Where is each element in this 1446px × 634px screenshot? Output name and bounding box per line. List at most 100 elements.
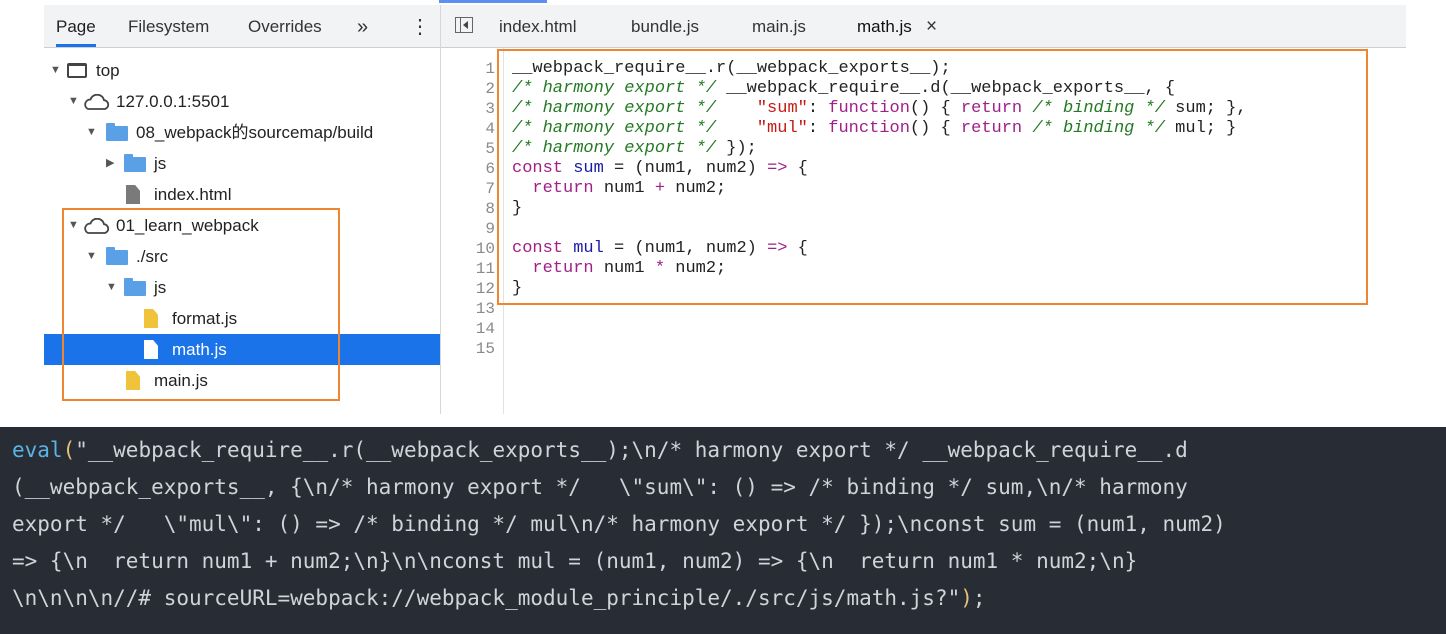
tab-main-js[interactable]: main.js [752,17,806,36]
line-number: 14 [475,320,495,338]
code-keyword: return [532,179,594,198]
snippet-function: eval [12,438,63,462]
code-operator: * [654,259,666,278]
code-keyword: return [960,119,1023,138]
tree-item-format-js[interactable]: format.js [44,303,440,334]
line-number: 4 [485,120,495,138]
snippet-text: (__webpack_exports__, {\n/* harmony expo… [12,475,1188,499]
tree-item-math-js[interactable]: math.js [44,334,440,365]
code-text: __webpack_require__.d(__webpack_exports_… [716,79,1176,98]
code-text: num2; [665,179,727,198]
tab-bundle-js[interactable]: bundle.js [631,17,700,36]
expand-arrow-icon[interactable]: ▼ [50,64,61,76]
folder-icon [124,154,146,172]
code-text: num1 [593,179,655,198]
snippet-line: eval("__webpack_require__.r(__webpack_ex… [12,432,1188,468]
tree-item-folder-js[interactable]: ▶ js [44,148,440,179]
code-line: /* harmony export */ "mul": function() {… [512,119,1236,139]
code-text: } [512,279,523,298]
code-comment: /* binding */ [1032,99,1165,118]
tree-item-main-js[interactable]: main.js [44,365,440,396]
tree-item-top[interactable]: ▼ top [44,55,440,86]
tree-item-label: js [154,278,167,297]
js-file-icon [144,309,158,328]
snippet-text: export */ \"mul\": () => /* binding */ m… [12,512,1226,536]
collapse-arrow-icon[interactable]: ▶ [106,157,115,169]
code-operator: + [654,179,666,198]
code-keyword: return [532,259,594,278]
expand-arrow-icon[interactable]: ▼ [86,250,97,262]
code-operator: => [767,239,788,258]
code-line: return num1 + num2; [512,179,726,199]
snippet-paren: ( [62,438,76,462]
tree-item-label: main.js [154,371,208,390]
line-number: 12 [475,280,495,298]
folder-icon [106,123,128,141]
snippet-line: \n\n\n\n//# sourceURL=webpack://webpack_… [12,580,986,616]
line-number: 15 [475,340,495,358]
navigator-panel: Page Filesystem Overrides » ⋮ ▼ top ▼ 12… [44,5,441,414]
tree-item-origin[interactable]: ▼ 127.0.0.1:5501 [44,86,440,117]
line-number: 1 [485,60,495,78]
tab-filesystem[interactable]: Filesystem [128,17,210,36]
close-icon[interactable]: × [926,16,938,37]
js-file-icon [126,371,140,390]
cloud-icon [84,94,110,110]
folder-icon [106,247,128,265]
code-text: __webpack_require__.r(__webpack_exports_… [512,59,951,78]
toggle-navigator-icon[interactable] [455,17,473,33]
snippet-text: => {\n return num1 + num2;\n}\n\nconst m… [12,549,1138,573]
tree-item-folder-src[interactable]: ▼ ./src [44,241,440,272]
double-chevron-right-icon[interactable]: » [357,16,369,38]
expand-arrow-icon[interactable]: ▼ [86,126,97,138]
vertical-dots-icon[interactable]: ⋮ [410,16,430,38]
code-keyword: return [960,99,1023,118]
snippet-text: \n\n\n\n//# sourceURL=webpack://webpack_… [12,586,961,610]
expand-arrow-icon[interactable]: ▼ [106,281,117,293]
eval-code-snippet: eval("__webpack_require__.r(__webpack_ex… [0,427,1446,634]
folder-icon [124,278,146,296]
tab-overrides[interactable]: Overrides [248,17,322,36]
code-text: : [807,119,829,138]
line-number: 8 [485,200,495,218]
snippet-line: export */ \"mul\": () => /* binding */ m… [12,506,1226,542]
expand-arrow-icon[interactable]: ▼ [68,95,79,107]
tree-item-origin-learn-webpack[interactable]: ▼ 01_learn_webpack [44,210,440,241]
snippet-line: (__webpack_exports__, {\n/* harmony expo… [12,469,1188,505]
tree-item-folder-js[interactable]: ▼ js [44,272,440,303]
navigator-tabs: Page Filesystem Overrides » ⋮ [44,5,440,48]
cloud-icon [84,218,110,234]
expand-arrow-icon[interactable]: ▼ [68,219,79,231]
tree-item-label: js [154,154,167,173]
tree-item-label: math.js [172,340,227,359]
line-number: 11 [475,260,495,278]
code-text: : [807,99,829,118]
active-panel-indicator [439,0,547,3]
code-line: __webpack_require__.r(__webpack_exports_… [512,59,951,79]
file-icon [126,185,140,204]
tab-page[interactable]: Page [56,5,96,47]
line-number: 2 [485,80,495,98]
line-number-gutter: 1 2 3 4 5 6 7 8 9 10 11 12 13 14 15 [441,48,504,414]
tree-item-label: top [96,61,120,80]
code-text: = (num1, num2) [603,239,768,258]
code-line: const sum = (num1, num2) => { [512,159,808,179]
line-number: 6 [485,160,495,178]
tree-item-label: index.html [154,185,232,204]
snippet-text: ; [972,586,986,610]
code-text: num1 [593,259,655,278]
code-line: /* harmony export */ }); [512,139,757,159]
code-text: sum; }, [1164,99,1247,118]
tree-item-label: ./src [136,247,169,266]
editor-tabs: index.html bundle.js main.js math.js × [441,5,1406,48]
tab-math-js[interactable]: math.js [857,17,912,36]
snippet-paren: ) [960,586,973,610]
js-file-icon [144,340,158,359]
tab-index-html[interactable]: index.html [499,17,577,36]
code-text: () { [909,99,961,118]
tree-item-label: format.js [172,309,238,328]
code-text: () { [909,119,961,138]
tree-item-index-html[interactable]: index.html [44,179,440,210]
code-line: const mul = (num1, num2) => { [512,239,808,259]
tree-item-folder-build[interactable]: ▼ 08_webpack的sourcemap/build [44,117,440,148]
